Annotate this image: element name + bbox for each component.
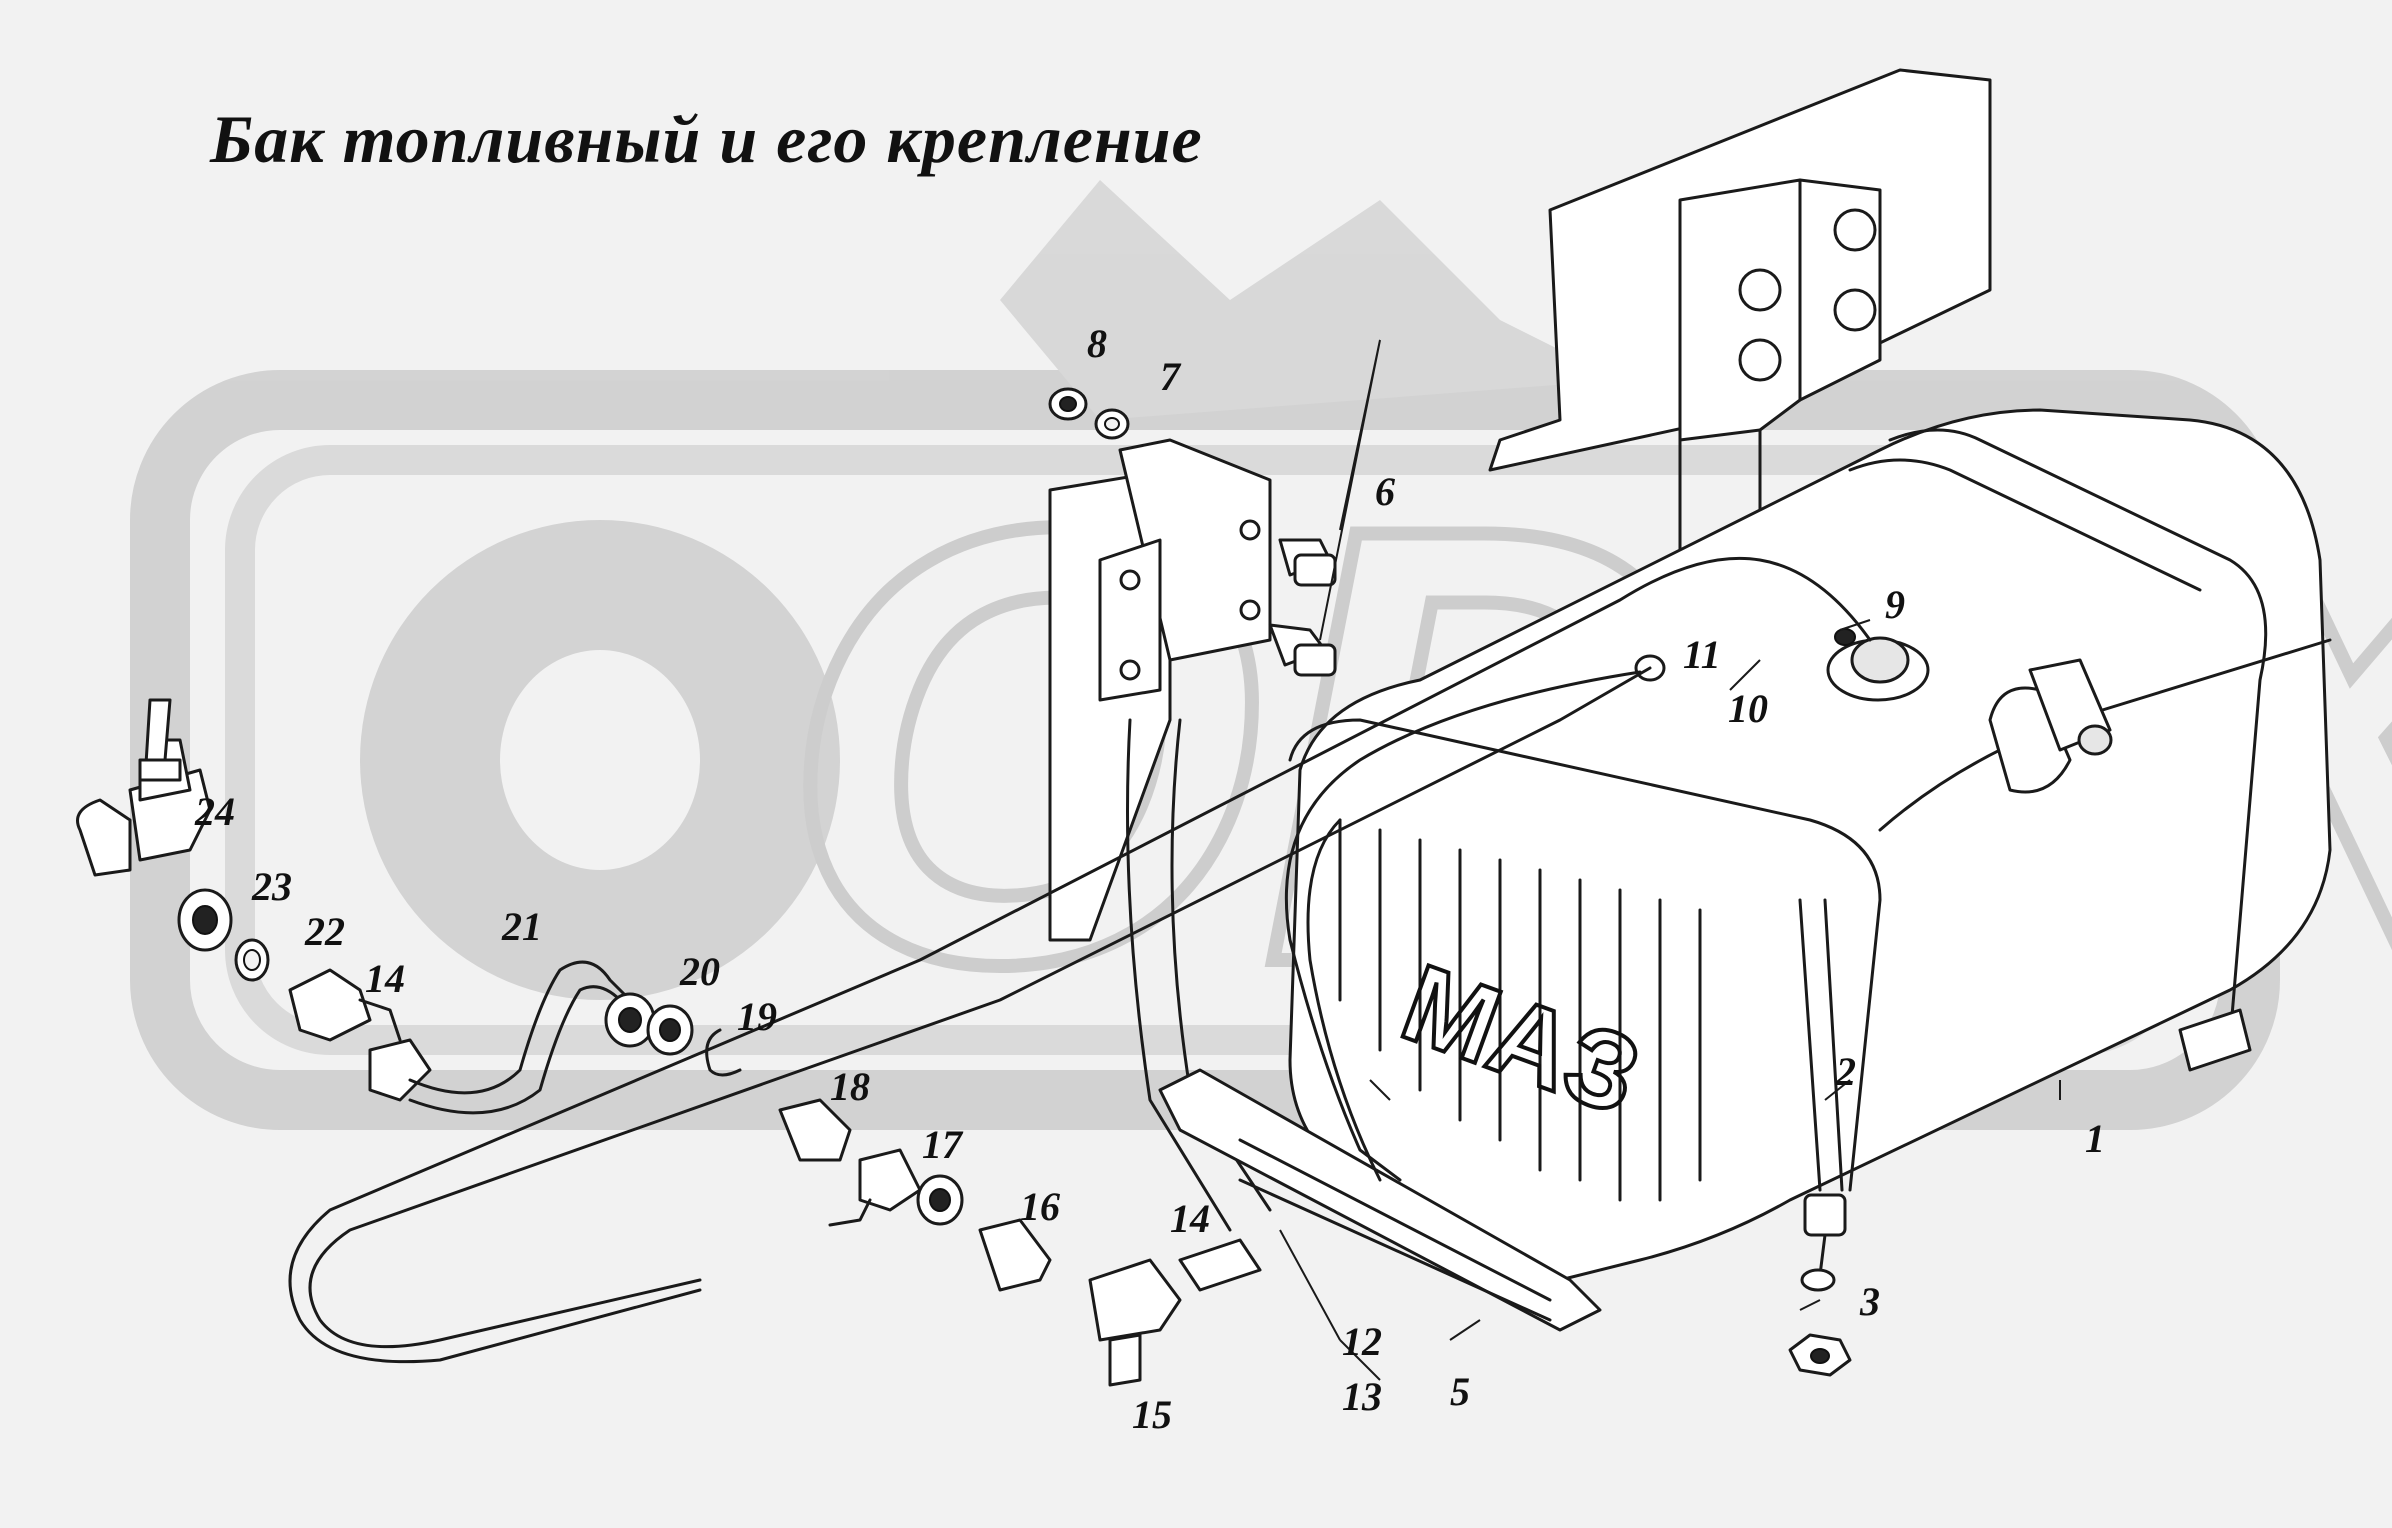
- callout-19: 19: [737, 994, 777, 1039]
- callout-18: 18: [830, 1064, 870, 1109]
- callout-3: 3: [1859, 1279, 1880, 1324]
- left-bracket: [1048, 438, 1272, 1232]
- callout-9: 9: [1885, 582, 1905, 627]
- callout-24: 24: [194, 789, 235, 834]
- callout-6: 6: [1375, 469, 1395, 514]
- callout-12: 12: [1342, 1319, 1382, 1364]
- callout-16: 16: [1020, 1184, 1060, 1229]
- callout-5: 5: [1450, 1369, 1470, 1414]
- callout-17: 17: [922, 1122, 964, 1167]
- upper-bracket: [1488, 68, 1992, 562]
- callout-20: 20: [679, 949, 720, 994]
- leader-lines: [1279, 339, 2061, 1381]
- callout-23: 23: [251, 864, 292, 909]
- left-assembly: [76, 698, 742, 1115]
- callout-1: 1: [2085, 1116, 2105, 1161]
- callout-21: 21: [501, 904, 542, 949]
- strap-bolt: [1788, 898, 1852, 1377]
- callout-22: 22: [304, 909, 345, 954]
- callout-13: 13: [1342, 1374, 1382, 1419]
- callout-labels: 1 2 3 5 6 7 8 9 10 11 12 13 14 14 15 16 …: [194, 321, 2105, 1437]
- tank-ribs: [1338, 818, 1702, 1202]
- callout-2: 2: [1835, 1049, 1856, 1094]
- nut-washer-top: [1048, 387, 1130, 440]
- middle-assembly: [778, 1098, 1262, 1387]
- fuel-tank: МАЗ: [1288, 408, 2332, 1284]
- callout-10: 10: [1728, 686, 1768, 731]
- callout-11: 11: [1683, 632, 1721, 677]
- fuel-lines: [288, 556, 1872, 1364]
- diagram-title: Бак топливный и его крепление: [210, 101, 1203, 177]
- callout-14-left: 14: [365, 956, 405, 1001]
- bolts: [1268, 538, 1337, 677]
- callout-7: 7: [1160, 354, 1182, 399]
- support-bar: [1158, 1068, 1602, 1332]
- callout-8: 8: [1087, 321, 1107, 366]
- callout-14-right: 14: [1170, 1196, 1210, 1241]
- callout-15: 15: [1132, 1392, 1172, 1437]
